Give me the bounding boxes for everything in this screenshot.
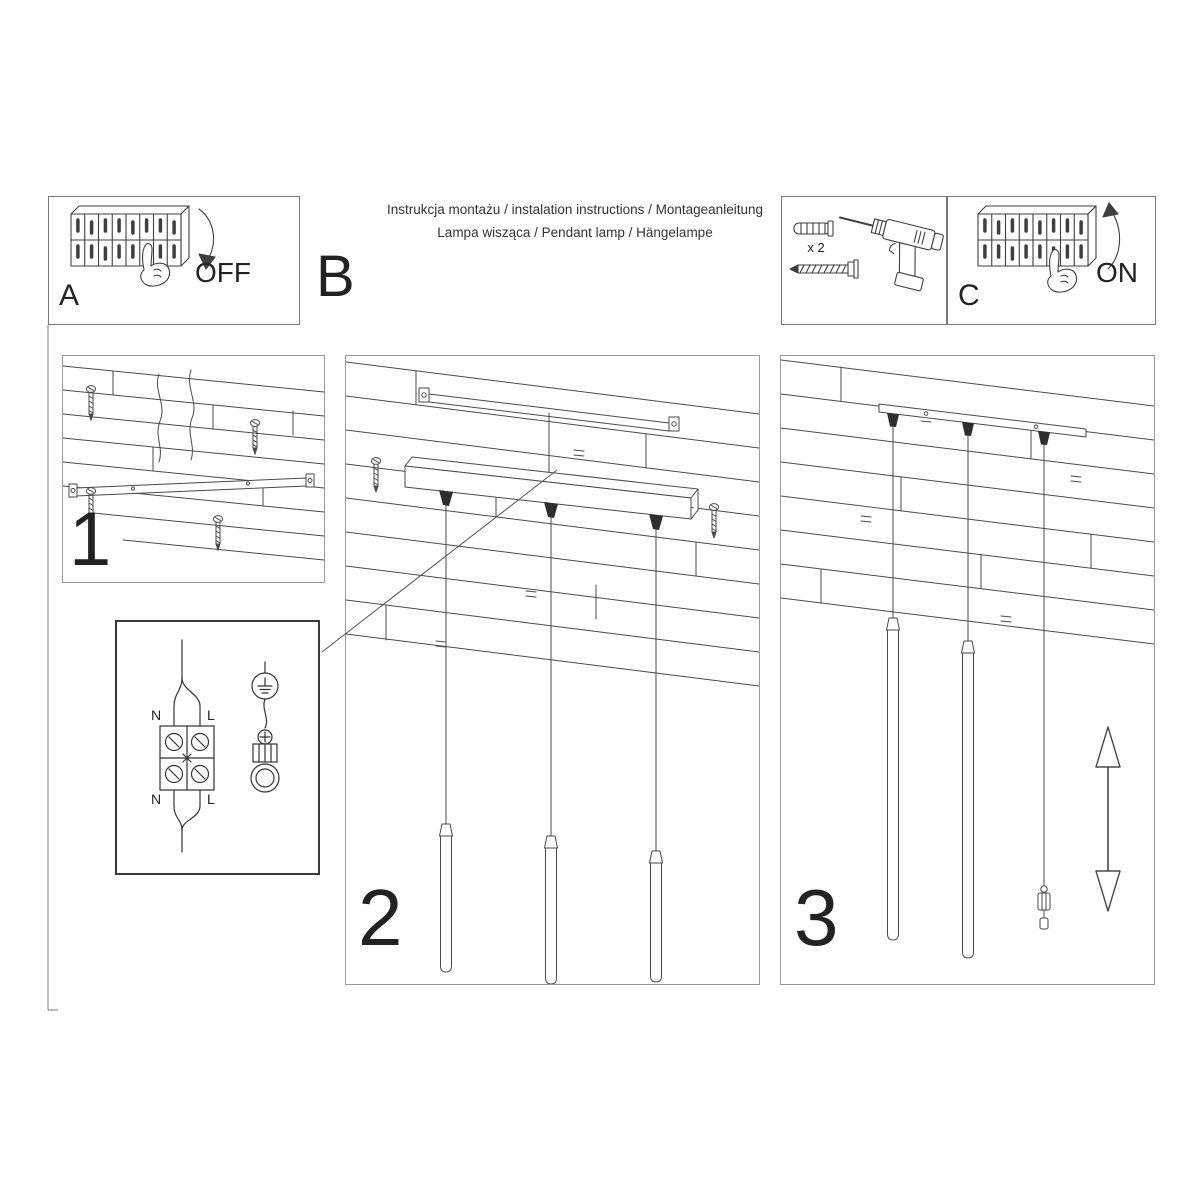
tools-drawing [789,216,944,292]
screw-icon [789,259,859,279]
off-text: OFF [195,257,251,288]
pendant-tubes [439,823,663,984]
panel-a: A OFF [48,196,300,325]
step-3-drawing [781,359,1154,959]
step-1-panel: 1 [62,355,325,583]
panel-a-label: A [59,279,80,312]
step-3-number: 3 [794,873,839,962]
title-line-2: Lampa wisząca / Pendant lamp / Hängelamp… [437,225,713,240]
dowel-quantity: x 2 [807,240,825,255]
ground-clamp [250,729,280,793]
title-line-1: Instrukcja montażu / instalation instruc… [387,202,763,217]
circuit-breaker-icon [70,205,190,267]
panel-c-drawing [977,202,1121,293]
live-label-top: L [207,707,215,723]
live-label-bottom: L [207,791,215,807]
pendant-cables [445,505,657,852]
step-3-panel: 3 [780,355,1155,985]
neutral-label-top: N [151,707,162,723]
panel-a-drawing [70,205,216,287]
height-adjust-arrow-icon [1095,726,1121,912]
ceiling-wires [157,369,195,463]
section-b-label: B [316,244,355,309]
screw-icon [85,385,97,421]
step-2-drawing [346,361,759,984]
left-page-rule [47,325,58,1011]
on-text: ON [1096,257,1138,288]
step-2-number: 2 [358,873,403,962]
pendant-cables [892,426,1045,887]
screw-icon [212,515,224,551]
ceiling-planks [63,365,324,561]
step-1-drawing [63,365,324,561]
panel-c: C ON [947,196,1156,325]
cable-adjuster [1037,885,1051,930]
circuit-breaker-icon [977,205,1097,267]
earth-symbol-icon [251,661,279,729]
drill-icon [838,216,944,292]
pendant-tubes [886,617,975,959]
tools-panel: x 2 [781,196,947,325]
screw-icon [249,419,261,455]
hand-icon [140,243,171,287]
step-1-number: 1 [69,497,112,582]
ceiling-rail [878,403,1087,438]
wiring-drawing [159,639,280,853]
arrow-down-icon [198,208,216,270]
hand-icon [1047,249,1078,293]
cable-grips [887,413,1050,445]
wiring-inset: N L N L [115,620,320,875]
step-2-panel: 2 [345,355,760,985]
terminal-block [159,725,215,791]
screw-icon [708,503,720,539]
neutral-label-bottom: N [151,791,162,807]
live-neutral-wires [173,639,201,853]
wall-plug-icon [793,220,834,237]
ceiling-planks [346,361,759,687]
mounting-rail [68,473,315,498]
screw-icon [370,457,382,493]
arrow-up-icon [1102,202,1121,270]
panel-c-label: C [958,279,980,312]
top-rail [418,387,680,473]
